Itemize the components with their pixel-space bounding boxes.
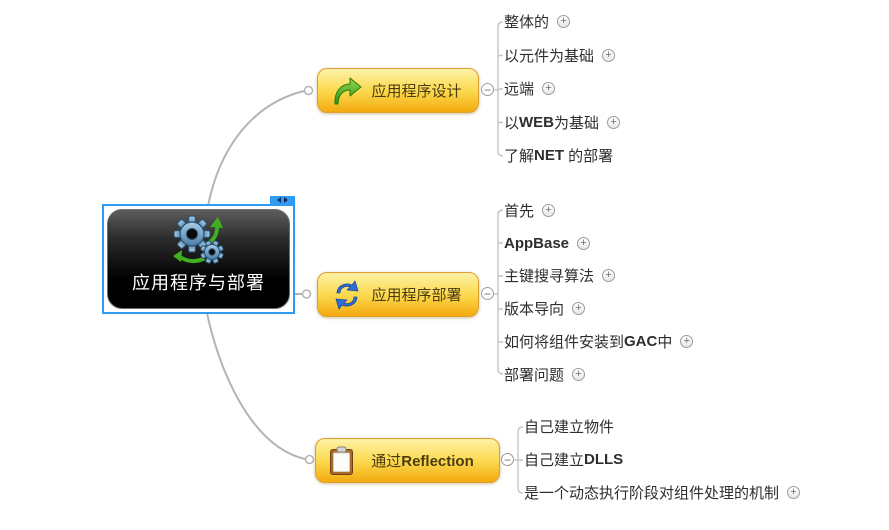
arrow-right-icon (284, 197, 288, 203)
branch-topic-label: 应用程序设计 (371, 83, 462, 100)
arrow-left-icon (277, 197, 281, 203)
expand-button[interactable]: + (557, 15, 571, 29)
subtopic[interactable]: 首先+ (504, 194, 693, 227)
expand-button[interactable]: + (787, 486, 801, 499)
green-curved-arrow-icon (331, 76, 363, 106)
blue-sync-arrows-icon (331, 279, 363, 311)
branch-topic-app-design[interactable]: 应用程序设计 (317, 68, 479, 113)
subtopic[interactable]: 版本导向+ (504, 292, 693, 325)
expand-button[interactable]: + (542, 203, 556, 217)
subtopic[interactable]: 自己建立物件 (524, 419, 615, 436)
expand-button[interactable]: + (607, 115, 621, 129)
subtopic[interactable]: AppBase+ (504, 227, 693, 260)
collapse-button[interactable]: − (481, 287, 494, 300)
collapse-button[interactable]: − (501, 453, 514, 466)
branch-topic-label: 应用程序部署 (371, 287, 462, 304)
selection-frame: 应用程序与部署 (102, 196, 295, 314)
branch-topic-label: 通过Reflection (371, 453, 474, 470)
expand-button[interactable]: + (572, 367, 586, 381)
selection-handle[interactable] (270, 196, 295, 204)
subtopic[interactable]: 以元件为基础+ (504, 39, 620, 73)
expand-button[interactable]: + (602, 269, 616, 283)
branch-topic-app-deployment[interactable]: 应用程序部署 (317, 272, 479, 317)
gears-refresh-icon (167, 214, 231, 271)
branch-topic-reflection[interactable]: 通过Reflection (315, 438, 500, 483)
subtopic[interactable]: 主键搜寻算法+ (504, 260, 693, 293)
expand-button[interactable]: + (680, 335, 694, 349)
expand-button[interactable]: + (602, 48, 616, 62)
subtopic[interactable]: 整体的+ (504, 5, 620, 39)
expand-button[interactable]: + (542, 82, 556, 96)
subtopic[interactable]: 部署问题+ (504, 358, 693, 391)
collapse-button[interactable]: − (481, 83, 494, 96)
subtopic[interactable]: 远端+ (504, 72, 620, 106)
root-topic-label: 应用程序与部署 (132, 273, 265, 293)
clipboard-icon (329, 446, 354, 476)
root-topic[interactable]: 应用程序与部署 (107, 209, 290, 309)
expand-button[interactable]: + (572, 302, 586, 316)
subtopic[interactable]: 是一个动态执行阶段对组件处理的机制+ (524, 476, 801, 509)
expand-button[interactable]: + (577, 236, 591, 250)
